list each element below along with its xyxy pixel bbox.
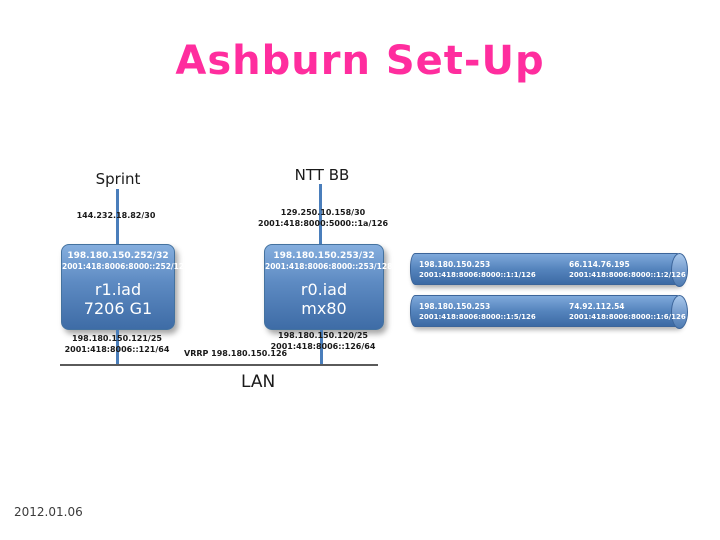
lan-ip4-r0: 198.180.150.120/25 [278,331,368,340]
tunnel-right-endpoint: 66.114.76.195 2001:418:8006:8000::1:2/12… [569,260,686,280]
uplink-line-sprint [116,189,119,246]
lan-ip4-r1: 198.180.150.121/25 [72,334,162,343]
lan-bus-line [60,364,378,366]
lan-ip-r1: 198.180.150.121/25 2001:418:8006::121/64 [56,333,178,355]
cylinder-end-cap [671,253,688,287]
provider-label-nttbb: NTT BB [294,166,350,184]
tunnel-right-ip6: 2001:418:8006:8000::1:6/126 [569,313,686,321]
lan-ip6-r0: 2001:418:8006::126/64 [270,342,376,351]
vrrp-label: VRRP 198.180.150.126 [184,349,288,358]
cylinder-end-cap [671,295,688,329]
uplink-ip-sprint: 144.232.18.82/30 [76,211,156,220]
tunnel-right-endpoint: 74.92.112.54 2001:418:8006:8000::1:6/126 [569,302,686,322]
router-loopback-ip6: 2001:418:8006:8000::253/128 [265,262,393,271]
router-model: mx80 [301,299,347,318]
tunnel-right-ip4: 74.92.112.54 [569,302,625,311]
router-loopback-ip4: 198.180.150.252/32 [67,251,169,261]
lan-link-line-r0 [320,330,323,366]
tunnel-left-ip6: 2001:418:8006:8000::1:1/126 [419,271,536,279]
uplink-ip4-nttbb: 129.250.10.158/30 [280,208,366,217]
lan-link-line-r1 [116,330,119,366]
router-box-r1-iad: 198.180.150.252/32 2001:418:8006:8000::2… [61,244,190,330]
tunnel-right-ip4: 66.114.76.195 [569,260,630,269]
tunnel-cylinder-2: 198.180.150.253 2001:418:8006:8000::1:5/… [410,295,688,329]
lan-label: LAN [241,372,276,392]
router-loopback-ip4: 198.180.150.253/32 [273,251,375,261]
tunnel-left-endpoint: 198.180.150.253 2001:418:8006:8000::1:1/… [419,260,536,280]
tunnel-cylinder-1: 198.180.150.253 2001:418:8006:8000::1:1/… [410,253,688,287]
tunnel-left-ip4: 198.180.150.253 [419,260,491,269]
router-box-r0-iad: 198.180.150.253/32 2001:418:8006:8000::2… [264,244,393,330]
lan-ip-r0: 198.180.150.120/25 2001:418:8006::126/64 [262,330,384,352]
lan-ip6-r1: 2001:418:8006::121/64 [64,345,170,354]
uplink-ip-nttbb: 129.250.10.158/30 2001:418:8000:5000::1a… [258,207,388,229]
router-model: 7206 G1 [83,299,153,318]
tunnel-left-ip6: 2001:418:8006:8000::1:5/126 [419,313,536,321]
provider-label-sprint: Sprint [95,170,141,188]
slide-title: Ashburn Set-Up [175,38,545,84]
router-name: r0.iad [300,280,348,299]
uplink-ip6-nttbb: 2001:418:8000:5000::1a/126 [258,219,389,228]
uplink-line-nttbb [319,184,322,246]
tunnel-left-ip4: 198.180.150.253 [419,302,491,311]
router-loopback-ip6: 2001:418:8006:8000::252/128 [62,262,190,271]
slide-date: 2012.01.06 [14,505,83,519]
tunnel-right-ip6: 2001:418:8006:8000::1:2/126 [569,271,686,279]
router-name: r1.iad [94,280,142,299]
tunnel-left-endpoint: 198.180.150.253 2001:418:8006:8000::1:5/… [419,302,536,322]
